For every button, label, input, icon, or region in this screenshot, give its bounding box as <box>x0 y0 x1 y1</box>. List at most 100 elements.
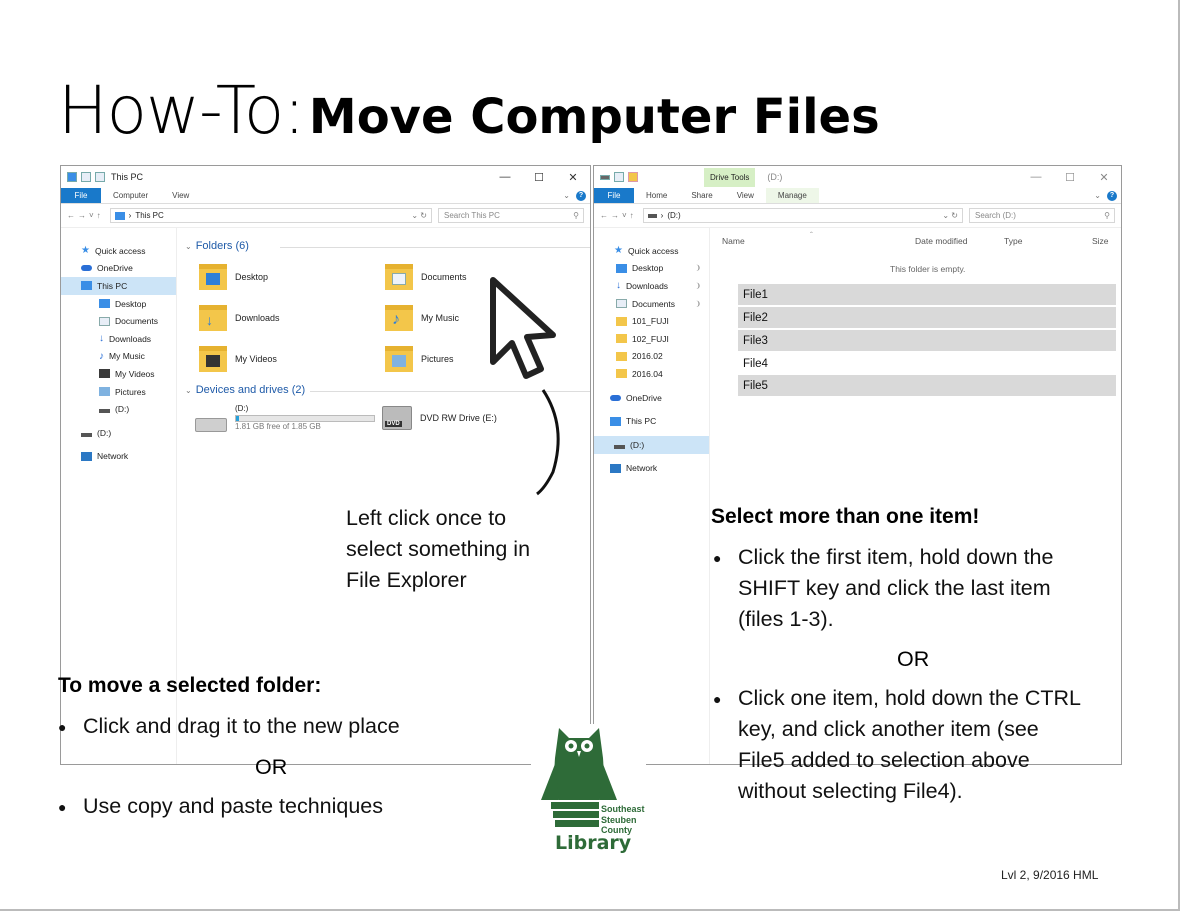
computer-icon <box>114 211 125 220</box>
computer-icon[interactable] <box>67 172 77 182</box>
tab-file[interactable]: File <box>594 188 634 203</box>
maximize-icon[interactable]: ☐ <box>534 171 544 184</box>
tab-view[interactable]: View <box>736 191 754 200</box>
sidebar-item-desktop[interactable]: Desktop <box>61 295 176 313</box>
folder-icon[interactable] <box>628 172 638 182</box>
sidebar-item-downloads[interactable]: ↓Downloads <box>99 333 152 345</box>
file-row-file4[interactable]: File4 <box>743 357 768 370</box>
left-or: OR <box>255 755 288 779</box>
sidebar-item-drive-d[interactable]: (D:) <box>594 435 709 454</box>
sidebar-item-102-fuji[interactable]: 102_FUJI <box>594 330 709 348</box>
address-bar[interactable]: › This PC ⌄ ↻ <box>109 208 432 223</box>
sidebar-item-downloads[interactable]: ↓Downloads❩ <box>616 280 701 292</box>
minimize-icon[interactable]: — <box>1030 170 1042 183</box>
right-heading: Select more than one item! <box>711 505 980 528</box>
folders-group-header[interactable]: ⌄ Folders (6) <box>185 240 590 252</box>
column-date-modified[interactable]: Date modified <box>915 236 968 246</box>
sidebar-item-2016-04[interactable]: 2016.04 <box>594 365 709 383</box>
title-light: How-To: <box>58 72 305 149</box>
file-row-file1[interactable]: File1 <box>738 284 1116 305</box>
column-size[interactable]: Size <box>1092 236 1109 246</box>
sidebar-item-this-pc[interactable]: This PC <box>61 277 176 295</box>
properties-icon[interactable] <box>614 172 624 182</box>
drive-e-tile[interactable]: DVD DVD RW Drive (E:) <box>382 406 497 430</box>
folder-my-videos[interactable]: My Videos <box>199 346 277 372</box>
navigation-arrows-icon[interactable]: ←→˅↑ <box>67 211 104 220</box>
desktop-icon <box>99 299 110 309</box>
sidebar-item-101-fuji[interactable]: 101_FUJI <box>594 312 709 330</box>
search-input[interactable]: Search This PC ⚲ <box>438 208 584 223</box>
pin-icon[interactable]: ❩ <box>695 300 701 308</box>
tab-computer[interactable]: Computer <box>113 191 149 200</box>
sidebar-item-drive-d[interactable]: (D:) <box>61 400 176 418</box>
folder-downloads[interactable]: ↓ Downloads <box>199 305 280 331</box>
empty-folder-message: This folder is empty. <box>890 264 966 274</box>
sidebar-item-onedrive[interactable]: OneDrive <box>594 389 709 407</box>
tab-share[interactable]: Share <box>691 191 713 200</box>
file-row-file2[interactable]: File2 <box>738 307 1116 328</box>
tab-manage[interactable]: Manage <box>765 188 819 203</box>
sidebar-item-documents[interactable]: Documents❩ <box>594 295 709 313</box>
sidebar-item-my-music[interactable]: ♪My Music <box>99 350 145 362</box>
sidebar-item-this-pc[interactable]: This PC <box>594 412 709 430</box>
address-text: This PC <box>135 211 164 220</box>
file-explorer-this-pc[interactable]: This PC — ☐ ✕ File Computer View ⌄ ? ←→˅… <box>60 165 591 765</box>
tab-home[interactable]: Home <box>646 191 668 200</box>
refresh-icon[interactable]: ⌄ ↻ <box>411 211 427 220</box>
ribbon-tabs: File Home Share View Manage ⌄ ? <box>594 188 1121 204</box>
sidebar-item-network[interactable]: Network <box>61 448 176 466</box>
folder-desktop[interactable]: Desktop <box>199 264 268 290</box>
title-bar: Drive Tools (D:) — ☐ ✕ <box>594 166 1121 188</box>
star-icon: ★ <box>614 245 623 257</box>
pin-icon[interactable]: ❩ <box>695 282 701 290</box>
new-folder-icon[interactable] <box>95 172 105 182</box>
library-logo: Southeast Steuben County Library <box>531 724 646 858</box>
pin-icon[interactable]: ❩ <box>695 265 701 273</box>
sidebar-item-drive-d-root[interactable]: (D:) <box>61 424 176 442</box>
expand-ribbon-icon[interactable]: ⌄ <box>1094 191 1101 200</box>
sidebar-item-onedrive[interactable]: OneDrive <box>61 260 176 278</box>
title-bar: This PC — ☐ ✕ <box>61 166 590 188</box>
devices-group-header[interactable]: ⌄ Devices and drives (2) <box>185 384 590 396</box>
minimize-icon[interactable]: — <box>499 170 511 183</box>
expand-ribbon-icon[interactable]: ⌄ <box>563 191 570 200</box>
file-explorer-drive-d[interactable]: Drive Tools (D:) — ☐ ✕ File Home Share V… <box>593 165 1122 765</box>
search-placeholder: Search This PC <box>444 211 500 220</box>
column-type[interactable]: Type <box>1004 236 1023 246</box>
drive-d-tile[interactable]: (D:) 1.81 GB free of 1.85 GB <box>195 404 375 432</box>
sort-chevron-icon: ˆ <box>810 230 813 240</box>
folder-my-music[interactable]: ♪ My Music <box>385 305 459 331</box>
sidebar-item-desktop[interactable]: Desktop❩ <box>594 260 709 278</box>
tab-view[interactable]: View <box>172 191 190 200</box>
sidebar-item-quick-access[interactable]: ★Quick access <box>81 245 146 257</box>
sidebar-item-my-videos[interactable]: My Videos <box>61 365 176 383</box>
address-bar-row: ←→˅↑ › (D:) ⌄ ↻ Search (D:) ⚲ <box>594 204 1121 228</box>
search-input[interactable]: Search (D:) ⚲ <box>969 208 1115 223</box>
drive-icon[interactable] <box>600 174 610 180</box>
sidebar-item-2016-02[interactable]: 2016.02 <box>594 348 709 366</box>
file-row-file5[interactable]: File5 <box>738 375 1116 396</box>
navigation-arrows-icon[interactable]: ←→˅↑ <box>600 211 637 220</box>
dvd-drive-icon: DVD <box>382 406 412 430</box>
drive-tools-tab[interactable]: Drive Tools <box>704 167 756 187</box>
folder-documents[interactable]: Documents <box>385 264 467 290</box>
sidebar-item-pictures[interactable]: Pictures <box>61 383 176 401</box>
close-icon[interactable]: ✕ <box>568 171 578 184</box>
folder-pictures[interactable]: Pictures <box>385 346 454 372</box>
tab-file[interactable]: File <box>61 188 101 203</box>
sidebar-item-network[interactable]: Network <box>594 460 709 478</box>
refresh-icon[interactable]: ⌄ ↻ <box>942 211 958 220</box>
sidebar-item-documents[interactable]: Documents <box>61 312 176 330</box>
help-icon[interactable]: ? <box>1107 190 1117 201</box>
close-icon[interactable]: ✕ <box>1099 171 1109 184</box>
help-icon[interactable]: ? <box>576 190 586 201</box>
sidebar-item-quick-access[interactable]: ★Quick access <box>614 245 679 257</box>
properties-icon[interactable] <box>81 172 91 182</box>
column-name[interactable]: Name <box>722 236 745 246</box>
chevron-down-icon: ⌄ <box>185 385 192 395</box>
column-headers: Name ˆ Date modified Type Size <box>710 230 1121 250</box>
address-bar[interactable]: › (D:) ⌄ ↻ <box>642 208 963 223</box>
file-row-file3[interactable]: File3 <box>738 330 1116 351</box>
logo-text: Southeast Steuben County <box>601 804 645 835</box>
maximize-icon[interactable]: ☐ <box>1065 171 1075 184</box>
